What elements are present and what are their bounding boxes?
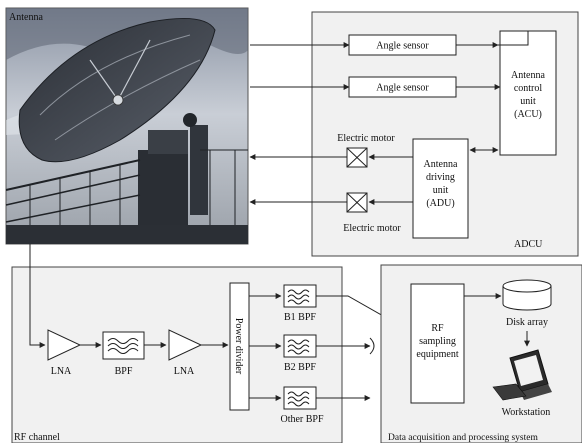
electric-motor-2-label: Electric motor xyxy=(343,223,401,234)
lna-1: LNA xyxy=(47,329,82,377)
adcu-connections xyxy=(249,31,529,205)
adu-box: Antenna driving unit (ADU) xyxy=(412,138,469,239)
rf-sampling-line1: RF xyxy=(431,323,444,334)
adcu-label: ADCU xyxy=(514,239,543,250)
antenna-label: Antenna xyxy=(9,12,43,23)
acu-line3: unit xyxy=(520,96,536,107)
rf-sampling-line3: equipment xyxy=(416,349,458,360)
adu-line1: Antenna xyxy=(424,159,458,170)
power-divider-label: Power divider xyxy=(233,318,244,375)
daps-label: Data acquisition and processing system xyxy=(388,433,538,443)
disk-array: Disk array xyxy=(502,279,552,328)
disk-array-label: Disk array xyxy=(506,317,548,328)
b1-bpf-label: B1 BPF xyxy=(284,312,316,323)
workstation-label: Workstation xyxy=(502,407,551,418)
rf-channel-label: RF channel xyxy=(14,432,60,443)
adu-line2: driving xyxy=(426,172,455,183)
angle-sensor-1: Angle sensor xyxy=(348,34,457,56)
power-divider: Power divider xyxy=(229,282,250,411)
bpf: BPF xyxy=(102,331,145,377)
angle-sensor-2-label: Angle sensor xyxy=(376,83,429,94)
lna-1-label: LNA xyxy=(51,366,72,377)
lna-2: LNA xyxy=(168,329,203,377)
lna-2-label: LNA xyxy=(174,366,195,377)
other-bpf-label: Other BPF xyxy=(280,414,324,425)
angle-sensor-2: Angle sensor xyxy=(348,76,457,98)
acu-box: Antenna control unit (ACU) xyxy=(499,30,557,156)
acu-line4: (ACU) xyxy=(514,109,542,120)
acu-line1: Antenna xyxy=(511,70,545,81)
adu-line3: unit xyxy=(433,185,449,196)
angle-sensor-1-label: Angle sensor xyxy=(376,41,429,52)
rf-sampling-equipment: RF sampling equipment xyxy=(410,283,465,404)
b2-bpf-label: B2 BPF xyxy=(284,362,316,373)
acu-line2: control xyxy=(514,83,543,94)
antenna-photo: Antenna xyxy=(5,7,249,245)
divider-outputs xyxy=(249,293,282,401)
antenna-feed-line xyxy=(29,244,46,348)
b1-bpf: B1 BPF xyxy=(283,284,317,323)
electric-motor-1-label: Electric motor xyxy=(337,133,395,144)
adu-line4: (ADU) xyxy=(426,198,454,209)
workstation-icon: Workstation xyxy=(492,349,552,418)
rf-sampling-line2: sampling xyxy=(419,336,456,347)
bpf-label: BPF xyxy=(115,366,133,377)
b2-bpf: B2 BPF xyxy=(283,334,317,373)
